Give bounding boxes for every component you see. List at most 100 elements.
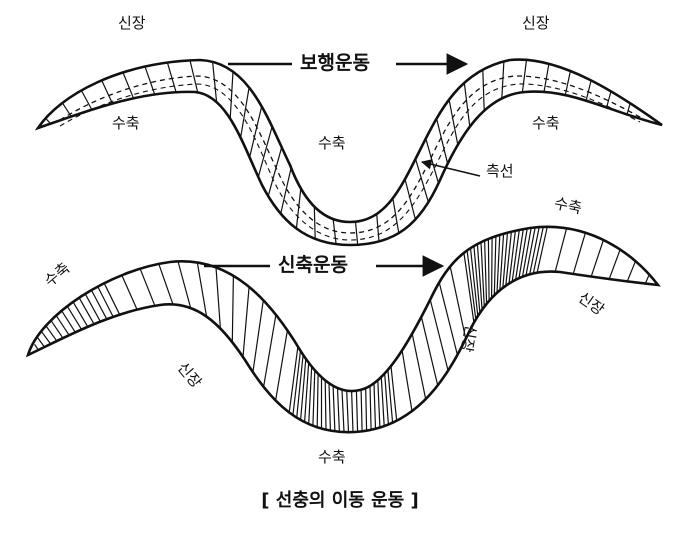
segment-line	[493, 236, 497, 296]
top-worm-body	[34, 58, 663, 247]
segment-line	[626, 261, 636, 282]
segment-line	[543, 63, 550, 93]
top-contraction-left-label: 수축	[112, 114, 140, 132]
segment-line	[518, 228, 528, 279]
segment-line	[564, 70, 571, 96]
segment-line	[554, 228, 568, 272]
segment-line	[97, 286, 114, 318]
segment-line	[377, 380, 381, 428]
segment-line	[606, 91, 612, 108]
segment-line	[313, 206, 316, 239]
segment-line	[316, 373, 319, 428]
segment-line	[252, 300, 264, 373]
segment-line	[341, 389, 345, 433]
segment-line	[328, 383, 331, 431]
segment-line	[484, 240, 488, 304]
segment-line	[436, 118, 449, 164]
segment-line	[280, 167, 292, 214]
segment-line	[496, 234, 501, 293]
segment-line	[354, 221, 359, 245]
top-worm	[34, 58, 663, 247]
segment-line	[61, 310, 76, 333]
segment-line	[369, 385, 372, 430]
segment-line	[590, 239, 604, 277]
segment-line	[78, 297, 95, 325]
bottom-contraction-bottom-label: 수축	[318, 448, 346, 466]
segment-line	[355, 390, 359, 432]
segment-line	[295, 188, 302, 229]
bottom-worm	[25, 225, 661, 434]
segment-line	[242, 286, 250, 357]
top-arrow-label: 보행운동	[300, 52, 370, 74]
segment-line	[608, 249, 621, 280]
segment-line	[376, 214, 380, 242]
segment-line	[420, 316, 439, 386]
segment-line	[275, 330, 288, 401]
segment-line	[499, 233, 505, 291]
segment-line	[525, 227, 536, 276]
bottom-extension-right-label: 신장	[457, 323, 480, 354]
segment-line	[473, 245, 481, 313]
segment-line	[229, 71, 234, 119]
segment-line	[121, 274, 138, 310]
segment-line	[644, 275, 650, 285]
segment-line	[505, 231, 512, 286]
segment-line	[351, 390, 354, 433]
segment-line	[312, 370, 316, 426]
segment-line	[466, 250, 477, 320]
segment-line	[263, 314, 277, 387]
lateral-line-pointer	[420, 159, 481, 177]
segment-line	[158, 263, 174, 305]
segment-line	[45, 325, 58, 342]
top-contraction-mid-label: 수축	[318, 134, 346, 152]
segment-line	[384, 373, 389, 425]
segment-line	[41, 331, 52, 345]
segment-line	[177, 261, 192, 309]
segment-line	[300, 358, 307, 421]
segment-line	[415, 158, 429, 203]
segment-line	[267, 147, 283, 197]
segment-line	[55, 315, 70, 336]
segment-line	[501, 61, 505, 99]
segment-line	[144, 66, 156, 95]
segment-line	[37, 337, 46, 348]
segment-line	[249, 106, 263, 158]
segment-line	[324, 380, 327, 430]
segment-line	[72, 301, 89, 328]
segment-line	[215, 267, 221, 329]
segment-line	[166, 62, 177, 93]
top-extension-left-label: 신장	[118, 14, 146, 32]
top-contraction-right-label: 수축	[532, 114, 560, 132]
segment-line	[463, 252, 475, 323]
top-extension-right-label: 신장	[522, 14, 550, 32]
segment-line	[487, 238, 490, 301]
segment-line	[463, 82, 471, 127]
top-arrow-label-bg	[292, 50, 396, 78]
segment-line	[482, 69, 485, 111]
segment-line	[532, 226, 544, 274]
segment-line	[257, 126, 273, 178]
segment-line	[292, 350, 302, 416]
segment-line	[511, 229, 520, 282]
segment-line	[480, 242, 485, 307]
segment-line	[296, 354, 304, 418]
bottom-worm-body	[25, 225, 661, 434]
segment-line	[491, 237, 493, 299]
segment-line	[401, 350, 413, 412]
segment-line	[572, 232, 586, 275]
segment-line	[521, 227, 532, 277]
bottom-arrow-label-bg	[270, 252, 376, 280]
figure-caption: [ 선충의 이동 운동 ]	[261, 490, 419, 511]
segment-line	[46, 118, 52, 125]
segment-line	[387, 369, 394, 423]
segment-line	[502, 232, 509, 288]
segment-line	[336, 387, 340, 432]
segment-line	[365, 388, 368, 431]
segment-line	[429, 299, 449, 371]
segment-line	[411, 333, 427, 400]
segment-line	[448, 99, 459, 145]
segment-line	[392, 198, 400, 234]
segment-line	[404, 178, 416, 220]
